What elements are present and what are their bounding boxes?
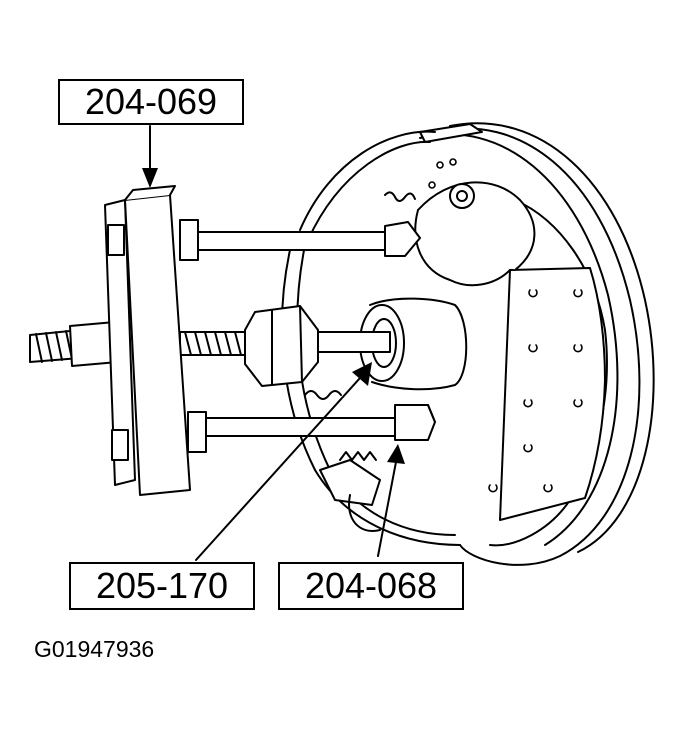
- callout-bolts: 204-068: [278, 562, 464, 610]
- tension-rods: [29, 221, 436, 441]
- lining-rivets: [428, 158, 583, 493]
- callout-adapter: 205-170: [69, 562, 255, 610]
- figure-id: G01947936: [34, 636, 155, 662]
- adjuster-springs: [304, 191, 416, 532]
- callout-puller: 204-069: [58, 79, 244, 125]
- puller-bar: [104, 185, 207, 496]
- brake-shoe: [414, 158, 608, 547]
- arrowheads: [142, 168, 405, 464]
- leader-lines: [149, 125, 397, 561]
- hub: [359, 297, 468, 391]
